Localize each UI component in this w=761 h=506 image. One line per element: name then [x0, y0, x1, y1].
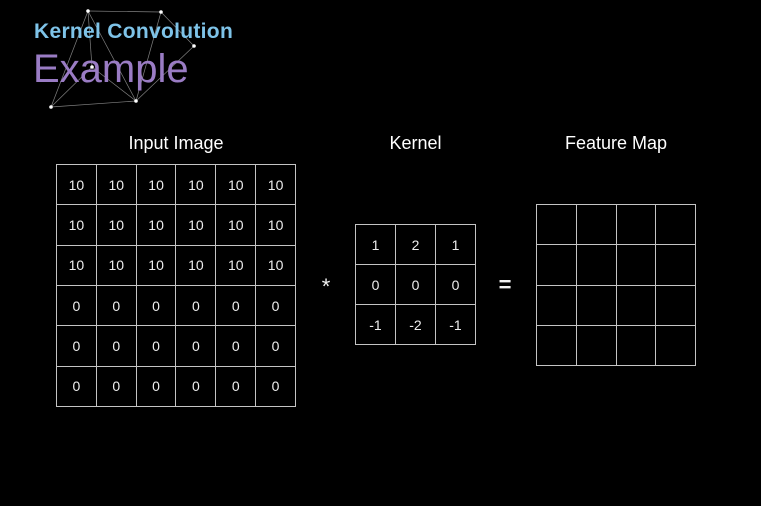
grid-cell: 10	[96, 165, 136, 205]
grid-cell: 0	[136, 366, 176, 406]
equals-operator: =	[498, 272, 512, 297]
grid-cell: 0	[356, 265, 395, 304]
slide-subtitle: Example	[33, 47, 189, 91]
grid-cell: 10	[256, 245, 295, 285]
grid-cell: -1	[356, 305, 395, 344]
grid-cell: 0	[57, 285, 96, 326]
grid-cell: 0	[256, 285, 295, 326]
grid-cell: 10	[96, 205, 136, 245]
grid-cell: 1	[436, 225, 475, 264]
grid-cell: 10	[216, 245, 256, 285]
convolution-operator: *	[321, 274, 331, 299]
feature-map-grid	[536, 204, 696, 366]
grid-cell	[576, 325, 616, 365]
grid-cell	[616, 245, 656, 285]
kernel-label: Kernel	[389, 133, 442, 153]
grid-cell: 0	[57, 326, 96, 366]
grid-cell: -1	[436, 305, 475, 344]
grid-cell	[616, 205, 656, 245]
grid-cell: 10	[136, 165, 176, 205]
feature-map-label: Feature Map	[564, 133, 668, 153]
grid-cell: 10	[256, 205, 295, 245]
grid-cell: 10	[256, 165, 295, 205]
grid-cell: 10	[216, 205, 256, 245]
grid-cell: 10	[136, 205, 176, 245]
grid-cell: 0	[136, 285, 176, 326]
grid-cell	[576, 285, 616, 325]
grid-cell: 10	[176, 165, 216, 205]
grid-cell: 10	[57, 165, 96, 205]
grid-cell: -2	[396, 305, 435, 344]
grid-cell: 10	[216, 165, 256, 205]
grid-cell: 1	[356, 225, 395, 264]
grid-cell: 10	[57, 245, 96, 285]
grid-cell	[537, 285, 576, 325]
slide-title: Kernel Convolution	[34, 20, 234, 43]
grid-cell: 0	[216, 366, 256, 406]
grid-cell: 0	[176, 366, 216, 406]
grid-cell: 0	[176, 326, 216, 366]
grid-cell: 0	[216, 326, 256, 366]
grid-cell	[537, 325, 576, 365]
grid-cell	[656, 245, 695, 285]
grid-cell: 0	[256, 326, 295, 366]
grid-cell: 0	[256, 366, 295, 406]
grid-cell	[656, 285, 695, 325]
grid-cell	[576, 245, 616, 285]
grid-cell	[656, 205, 695, 245]
grid-cell	[576, 205, 616, 245]
grid-cell: 2	[396, 225, 435, 264]
grid-cell: 0	[96, 366, 136, 406]
grid-cell: 0	[176, 285, 216, 326]
grid-cell	[616, 325, 656, 365]
grid-cell: 0	[96, 326, 136, 366]
grid-cell: 0	[57, 366, 96, 406]
grid-cell	[616, 285, 656, 325]
grid-cell: 0	[436, 265, 475, 304]
grid-cell: 10	[176, 245, 216, 285]
grid-cell	[537, 205, 576, 245]
grid-cell: 0	[396, 265, 435, 304]
grid-cell	[656, 325, 695, 365]
input-image-label: Input Image	[128, 133, 224, 153]
grid-cell: 10	[96, 245, 136, 285]
grid-cell: 0	[216, 285, 256, 326]
grid-cell: 10	[176, 205, 216, 245]
grid-cell: 10	[57, 205, 96, 245]
grid-cell: 0	[136, 326, 176, 366]
grid-cell: 0	[96, 285, 136, 326]
grid-cell	[537, 245, 576, 285]
grid-cell: 10	[136, 245, 176, 285]
